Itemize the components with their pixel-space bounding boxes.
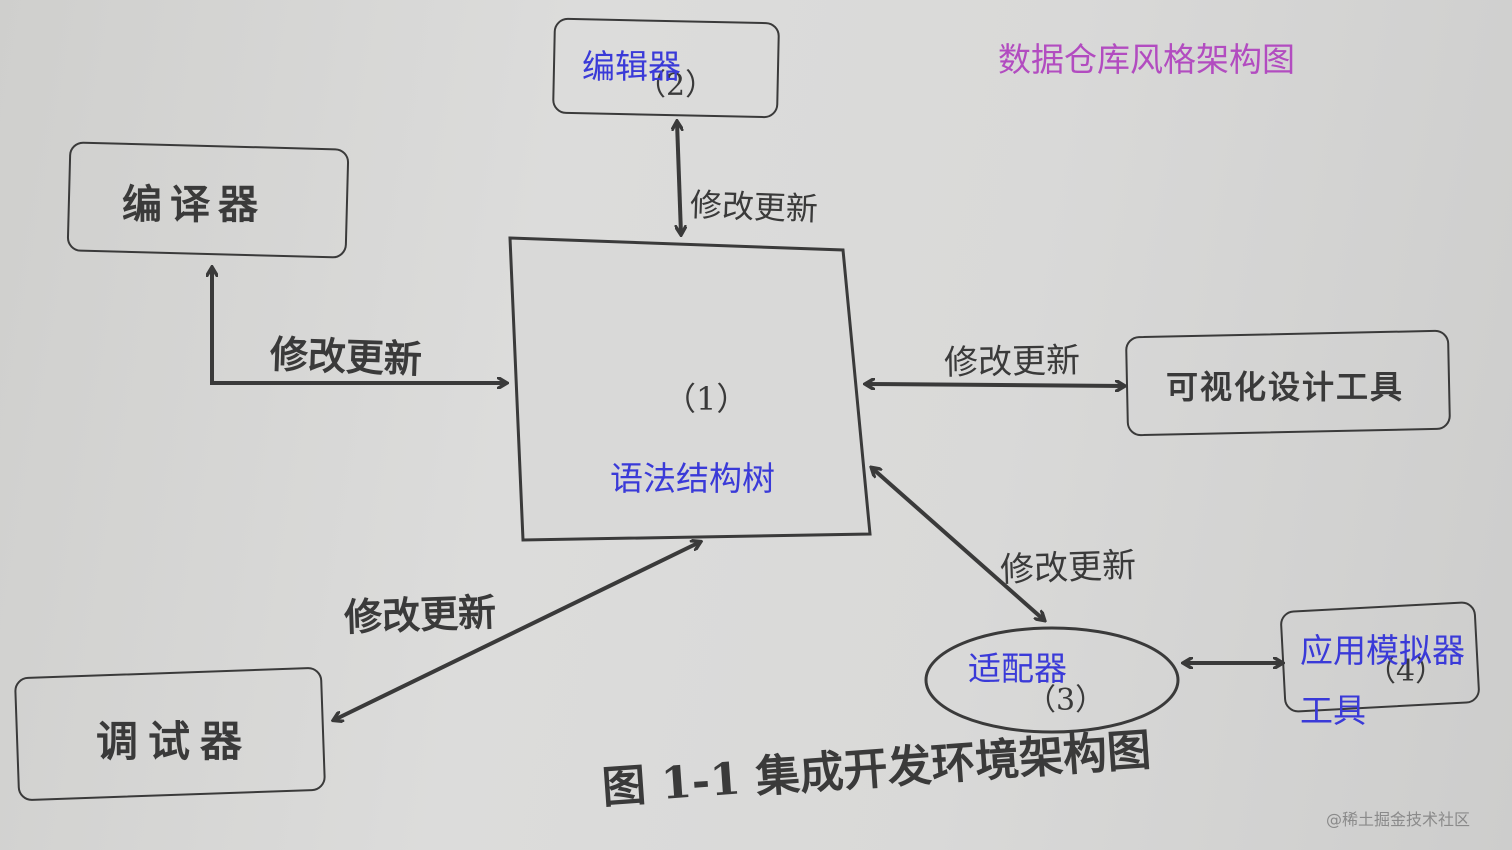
editor-node-number: （2） [636,68,716,103]
arrow-center-visual [866,384,1124,386]
editor-node-label: 编辑器 [582,47,681,86]
adapter-node-label: 适配器 [968,649,1067,688]
arrow-center-debugger [334,542,700,720]
overlay-title: 数据仓库风格架构图 [998,40,1295,79]
edge-label-editor: 修改更新 [689,185,819,229]
adapter-node-shape [924,626,1180,734]
simulator-node-number: （4） [1366,654,1446,689]
compiler-node-label: 编译器 [122,181,266,228]
center-node-label: 语法结构树 [610,459,775,498]
watermark: @稀土掘金技术社区 [1326,810,1471,829]
arrow-editor-center [677,122,681,234]
visual-tool-node-label: 可视化设计工具 [1166,368,1405,406]
debugger-node-label: 调试器 [96,717,253,766]
edge-label-compiler: 修改更新 [269,331,423,382]
edge-label-visual: 修改更新 [943,340,1081,384]
arrow-center-adapter [872,468,1044,620]
center-node-number: （1） [664,380,749,418]
edge-label-debugger: 修改更新 [343,589,497,640]
simulator-node-label-line2: 工具 [1300,691,1366,730]
simulator-node-label-line1: 应用模拟器 [1300,631,1465,670]
arrow-compiler-center [212,268,506,383]
adapter-node-number: （3） [1026,683,1106,718]
edge-label-adapter: 修改更新 [999,545,1137,591]
